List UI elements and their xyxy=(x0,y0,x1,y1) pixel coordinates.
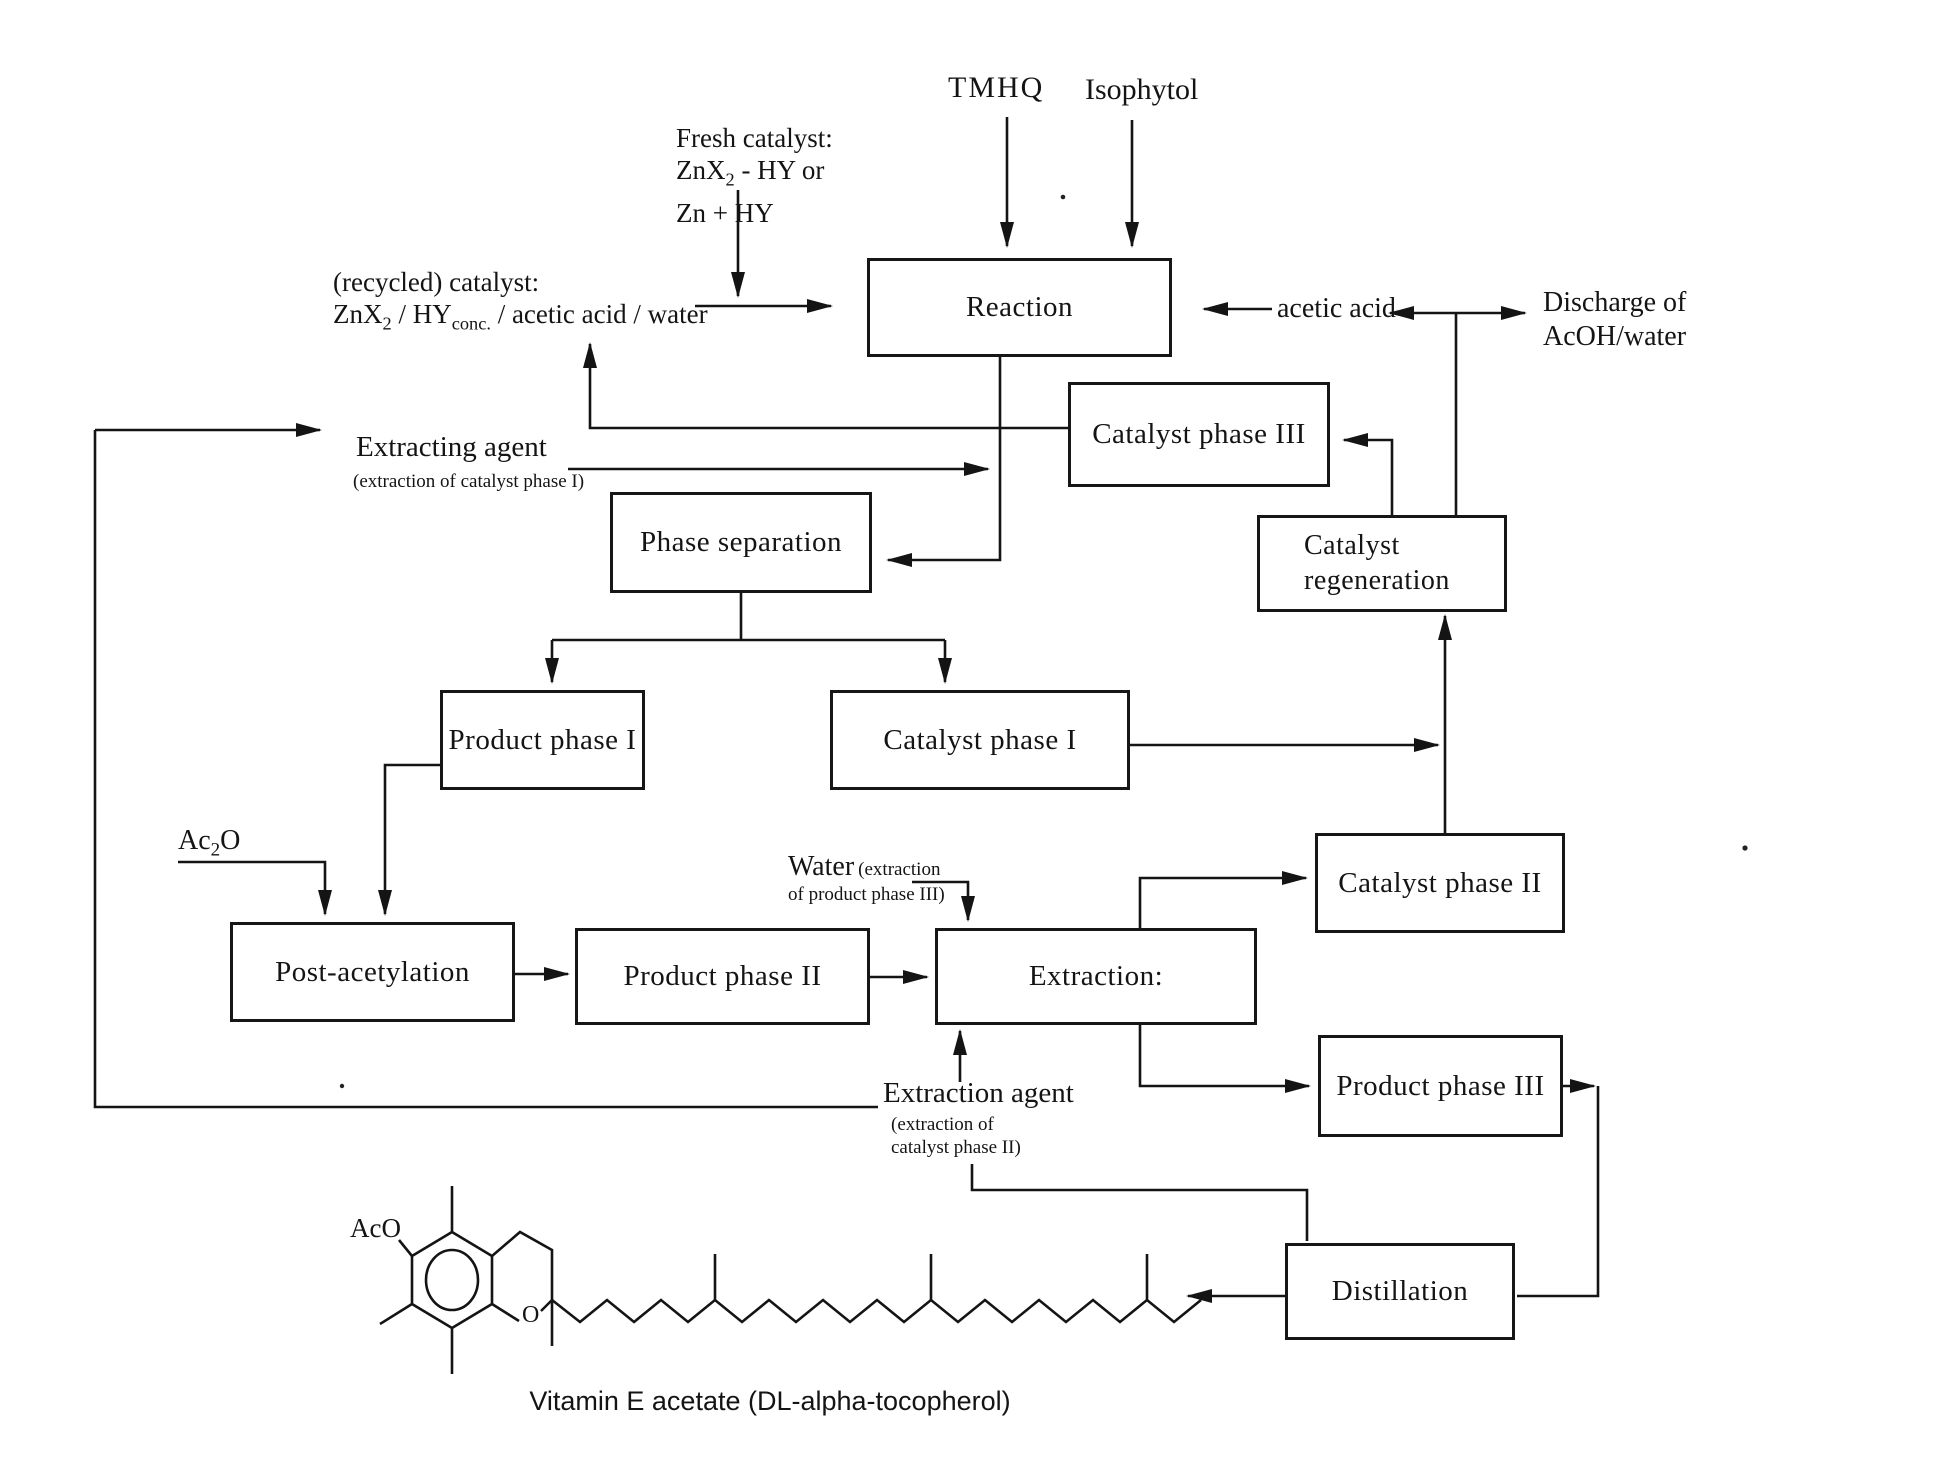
node-product-phase-3-label: Product phase III xyxy=(1336,1069,1545,1102)
arrow-product1-to-post-acetylation xyxy=(378,763,440,916)
node-distillation-label: Distillation xyxy=(1331,1275,1469,1307)
speck xyxy=(1742,845,1748,851)
node-reaction: Reaction xyxy=(867,258,1172,357)
label-ring-oxygen: O xyxy=(522,1302,540,1328)
node-catalyst-phase-1-label: Catalyst phase I xyxy=(883,723,1077,756)
node-reaction-label: Reaction xyxy=(965,291,1074,323)
line-extraction-agent-left-loop xyxy=(93,430,878,1109)
water-word: Water xyxy=(788,851,855,882)
label-discharge: Discharge of AcOH/water xyxy=(1543,286,1686,353)
bond-methyl-left xyxy=(379,1302,413,1326)
label-water: Water (extraction of product phase III) xyxy=(788,850,945,906)
arrow-extraction-to-catalyst2 xyxy=(1138,871,1308,928)
arrow-extraction-to-product3 xyxy=(1138,1025,1311,1093)
phytyl-chain xyxy=(551,1298,1202,1324)
node-distillation: Distillation xyxy=(1285,1243,1515,1340)
pyran-ring-top xyxy=(491,1230,554,1300)
arrow-ac2o-to-post-acetylation xyxy=(178,860,332,916)
line-product3-to-distillation xyxy=(1517,1086,1600,1298)
node-extraction-label: Extraction: xyxy=(1028,960,1164,992)
figure-caption: Vitamin E acetate (DL-alpha-tocopherol) xyxy=(529,1386,1011,1416)
benzene-ring xyxy=(410,1230,494,1330)
label-extraction-agent: Extraction agent xyxy=(883,1077,1074,1109)
label-extracting-agent-note: (extraction of catalyst phase I) xyxy=(353,471,585,492)
water-note1: (extraction xyxy=(858,859,941,880)
recycled-catalyst-line1: (recycled) catalyst: xyxy=(333,267,540,297)
discharge-line1: Discharge of xyxy=(1543,287,1687,318)
arrow-reaction-to-phase-separation xyxy=(886,357,1002,567)
node-product-phase-1-label: Product phase I xyxy=(448,723,637,756)
node-catalyst-phase-3: Catalyst phase III xyxy=(1068,382,1330,487)
fresh-catalyst-line2: ZnX2 - HY or xyxy=(676,155,825,190)
discharge-line2: AcOH/water xyxy=(1543,320,1687,352)
label-extraction-agent-note: (extraction of catalyst phase II) xyxy=(891,1114,1021,1160)
vitamin-e-structure xyxy=(379,1186,1202,1374)
label-tmhq: TMHQ xyxy=(948,71,1045,104)
node-catalyst-regeneration: Catalyst regeneration xyxy=(1257,515,1507,612)
node-product-phase-1: Product phase I xyxy=(440,690,645,790)
node-post-acetylation-label: Post-acetylation xyxy=(275,955,470,988)
node-catalyst-regeneration-line1: Catalyst xyxy=(1304,530,1400,562)
recycled-catalyst-line2: ZnX2 / HYconc. / acetic acid / water xyxy=(333,299,708,334)
arrow-water-to-extraction xyxy=(912,880,975,922)
node-phase-separation: Phase separation xyxy=(610,492,872,593)
node-catalyst-phase-3-label: Catalyst phase III xyxy=(1092,418,1306,450)
label-fresh-catalyst: Fresh catalyst: ZnX2 - HY or Zn + HY xyxy=(676,122,833,229)
node-extraction: Extraction: xyxy=(935,928,1257,1025)
node-post-acetylation: Post-acetylation xyxy=(230,922,515,1022)
label-recycled-catalyst: (recycled) catalyst: ZnX2 / HYconc. / ac… xyxy=(333,266,708,335)
aromatic-circle xyxy=(424,1248,480,1312)
node-catalyst-phase-1: Catalyst phase I xyxy=(830,690,1130,790)
node-catalyst-phase-2: Catalyst phase II xyxy=(1315,833,1565,933)
node-product-phase-3: Product phase III xyxy=(1318,1035,1563,1137)
water-note2: of product phase III) xyxy=(788,883,945,905)
node-phase-separation-label: Phase separation xyxy=(639,526,843,558)
arrow-regeneration-to-catalyst3 xyxy=(1342,433,1394,515)
bond-to-oxygen-left xyxy=(491,1302,520,1323)
arrow-catalyst3-recycle-return xyxy=(583,342,1068,430)
node-product-phase-2-label: Product phase II xyxy=(623,960,822,992)
label-extracting-agent: Extracting agent xyxy=(356,431,547,463)
label-ac2o: Ac2O xyxy=(178,825,241,861)
label-isophytol: Isophytol xyxy=(1085,73,1199,106)
speck xyxy=(1060,194,1066,200)
bond-aco xyxy=(397,1239,414,1257)
label-aco: AcO xyxy=(350,1213,401,1243)
fresh-catalyst-line1: Fresh catalyst: xyxy=(676,123,833,153)
extraction-agent-note2: catalyst phase II) xyxy=(891,1136,1021,1158)
label-acetic-acid: acetic acid xyxy=(1277,293,1396,324)
line-distillation-to-extraction-agent xyxy=(970,1164,1309,1241)
node-catalyst-phase-2-label: Catalyst phase II xyxy=(1338,866,1542,899)
fresh-catalyst-line3: Zn + HY xyxy=(676,197,774,228)
bond-to-oxygen-right xyxy=(540,1299,553,1312)
extraction-agent-note1: (extraction of xyxy=(891,1114,994,1135)
node-product-phase-2: Product phase II xyxy=(575,928,870,1025)
node-catalyst-regeneration-line2: regeneration xyxy=(1304,564,1450,596)
speck xyxy=(339,1083,345,1089)
